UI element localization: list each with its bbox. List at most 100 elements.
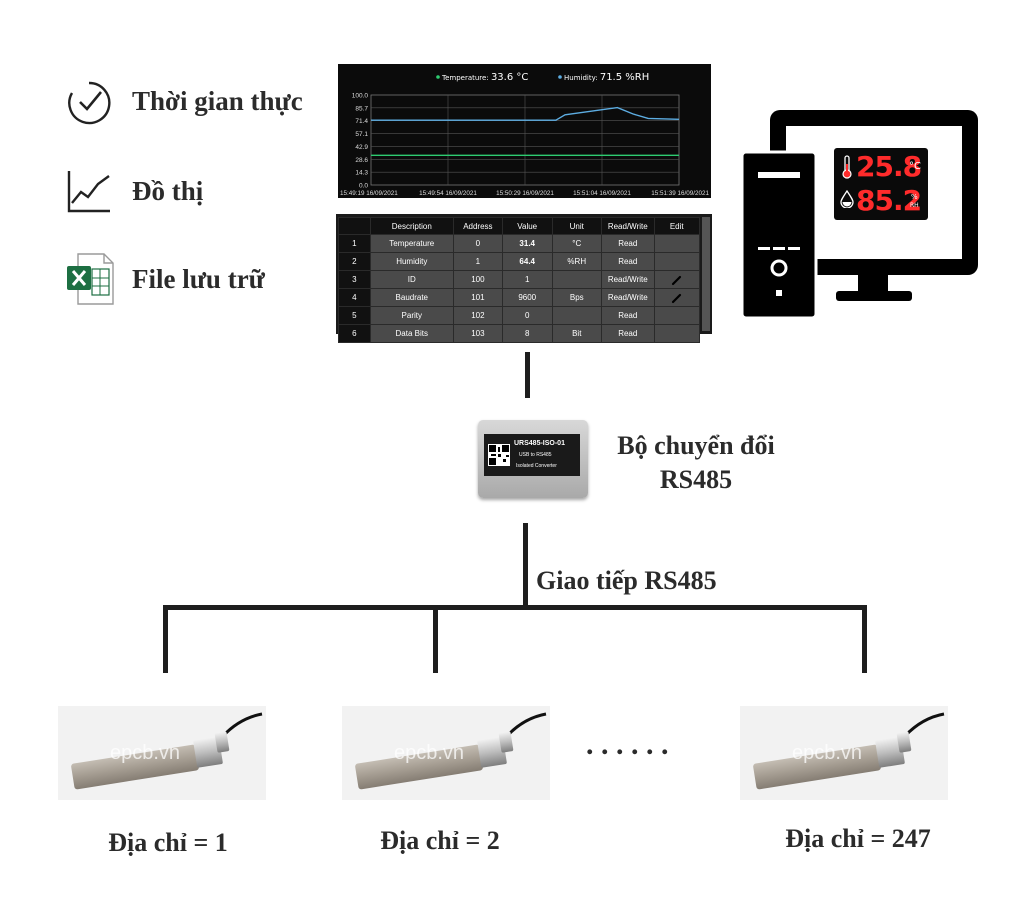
- x-tick-label: 15:49:54 16/09/2021: [419, 190, 477, 197]
- y-tick-label: 42.9: [355, 144, 368, 151]
- cell-address: 103: [452, 324, 503, 343]
- cell-read-write: Read: [601, 252, 655, 271]
- cell-address: 102: [452, 306, 503, 325]
- ellipsis: . . . . . .: [586, 728, 669, 761]
- row-number: 3: [338, 270, 371, 289]
- cell-read-write: Read: [601, 324, 655, 343]
- y-tick-label: 100.0: [352, 93, 369, 100]
- series-line-humidity: [371, 106, 680, 121]
- sensor-address-2: Địa chỉ = 2: [380, 826, 500, 855]
- row-number: 1: [338, 234, 371, 253]
- cell-address: 100: [452, 270, 503, 289]
- cell-address: 0: [452, 234, 503, 253]
- sensor-probe-1: epcb.vn: [58, 706, 266, 800]
- table-row: 3 ID 100 1 Read/Write: [338, 270, 700, 289]
- table-row: 2 Humidity 1 64.4 %RH Read: [338, 252, 700, 271]
- y-tick-label: 85.7: [355, 105, 368, 112]
- register-table: Description Address Value Unit Read/Writ…: [338, 217, 700, 343]
- x-tick-label: 15:49:19 16/09/2021: [340, 190, 398, 197]
- converter-subtitle-2: Isolated Converter: [516, 463, 557, 469]
- y-tick-label: 0.0: [359, 183, 368, 190]
- converter-subtitle-1: USB to RS485: [519, 452, 552, 458]
- cell-value: 64.4: [501, 252, 553, 271]
- line-graph-icon: [67, 171, 110, 213]
- cell-read-write: Read/Write: [601, 288, 655, 307]
- column-header: [338, 217, 371, 235]
- table-row: 4 Baudrate 101 9600 Bps Read/Write: [338, 288, 700, 307]
- feature-label: File lưu trữ: [132, 264, 265, 294]
- y-tick-label: 28.6: [355, 157, 368, 164]
- cell-unit: °C: [551, 234, 603, 253]
- x-tick-label: 15:51:39 16/09/2021: [651, 190, 709, 197]
- y-tick-label: 57.1: [355, 131, 368, 138]
- cell-value: 8: [501, 324, 553, 343]
- cell-value: 0: [501, 306, 553, 325]
- row-number: 6: [338, 324, 371, 343]
- cell-description: Baudrate: [369, 288, 454, 307]
- led-temperature-unit: °C: [909, 161, 921, 172]
- cell-edit: [653, 324, 700, 343]
- cell-edit[interactable]: [653, 288, 700, 307]
- converter-label-plate: URS485-ISO-01 USB to RS485 Isolated Conv…: [484, 434, 580, 476]
- legend-humidity-label: Humidity: 71.5 %RH: [564, 72, 649, 83]
- column-header: Description: [369, 217, 454, 235]
- cell-description: Parity: [369, 306, 454, 325]
- sensor-probe-icon: [355, 712, 547, 790]
- drop-line-3: [862, 605, 867, 673]
- cell-description: ID: [369, 270, 454, 289]
- converter-label-line-2: RS485: [659, 465, 733, 494]
- feature-file: File lưu trữ: [66, 252, 326, 308]
- cell-unit: [551, 306, 603, 325]
- cell-address: 1: [452, 252, 503, 271]
- column-header: Value: [501, 217, 553, 235]
- led-temperature-value: 25.8: [856, 150, 922, 183]
- led-display: 25.8 °C 85.2 % RH: [834, 148, 928, 220]
- column-header: Unit: [551, 217, 603, 235]
- cell-edit: [653, 306, 700, 325]
- cell-edit: [653, 234, 700, 253]
- bus-line: [163, 605, 865, 610]
- legend-marker-humidity: [558, 75, 562, 79]
- row-number: 4: [338, 288, 371, 307]
- sensor-address-1: Địa chỉ = 1: [108, 828, 228, 857]
- led-humidity-value: 85.2: [856, 184, 922, 217]
- y-tick-label: 71.4: [355, 118, 368, 125]
- cell-unit: [551, 270, 603, 289]
- sensor-probe-2: epcb.vn: [342, 706, 550, 800]
- cell-value: 9600: [501, 288, 553, 307]
- sensor-probe-icon: [753, 712, 945, 790]
- watermark-text: epcb.vn: [110, 742, 181, 764]
- column-header: Edit: [653, 217, 700, 235]
- watermark-text: epcb.vn: [792, 742, 863, 764]
- table-row: 6 Data Bits 103 8 Bit Read: [338, 324, 700, 343]
- sensor-probe-icon: [71, 712, 263, 790]
- cell-description: Data Bits: [369, 324, 454, 343]
- cell-description: Temperature: [369, 234, 454, 253]
- column-header: Read/Write: [601, 217, 655, 235]
- cell-unit: %RH: [551, 252, 603, 271]
- feature-graph: Đồ thị: [66, 168, 326, 216]
- x-tick-label: 15:51:04 16/09/2021: [573, 190, 631, 197]
- cell-edit[interactable]: [653, 270, 700, 289]
- cell-value: 31.4: [501, 234, 553, 253]
- drop-line-2: [433, 605, 438, 673]
- feature-label: Thời gian thực: [132, 86, 303, 116]
- y-tick-label: 14.3: [355, 170, 368, 177]
- converter-model: URS485-ISO-01: [514, 440, 565, 447]
- register-table-panel: Description Address Value Unit Read/Writ…: [336, 214, 712, 343]
- table-scrollbar[interactable]: [702, 217, 710, 331]
- connector-line-top: [525, 352, 530, 398]
- table-row: 1 Temperature 0 31.4 °C Read: [338, 234, 700, 253]
- x-tick-label: 15:50:29 16/09/2021: [496, 190, 554, 197]
- cell-description: Humidity: [369, 252, 454, 271]
- pen-icon[interactable]: [671, 292, 683, 304]
- row-number: 5: [338, 306, 371, 325]
- rs485-converter-device: URS485-ISO-01 USB to RS485 Isolated Conv…: [478, 420, 588, 498]
- sensor-probe-3: epcb.vn: [740, 706, 948, 800]
- legend-temperature-label: Temperature: 33.6 °C: [441, 72, 528, 83]
- sensor-address-3: Địa chỉ = 247: [785, 824, 931, 853]
- table-row: 5 Parity 102 0 Read: [338, 306, 700, 325]
- converter-label-line-1: Bộ chuyển đổi: [617, 431, 775, 460]
- pen-icon[interactable]: [671, 274, 683, 286]
- computer: 25.8 °C 85.2 % RH: [740, 110, 980, 320]
